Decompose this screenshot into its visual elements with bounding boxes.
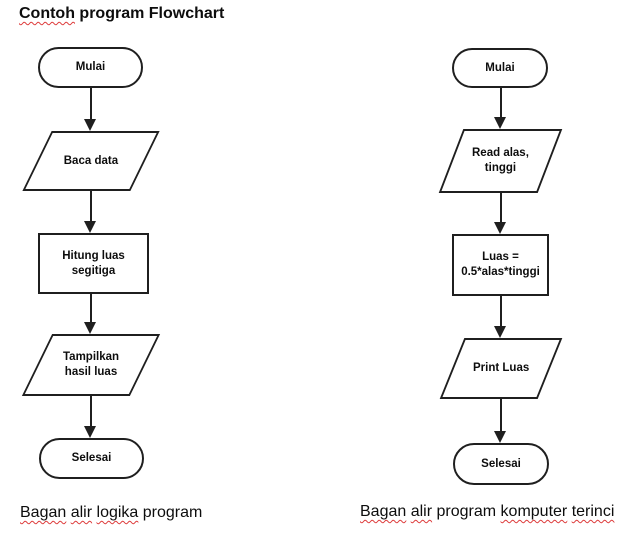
node-process-hitung-luas: Hitung luas segitiga xyxy=(38,233,149,294)
flow-arrow xyxy=(494,193,507,234)
node-terminator-mulai-left: Mulai xyxy=(38,47,143,88)
arrow-head-icon xyxy=(494,117,506,129)
arrow-shaft xyxy=(89,294,92,329)
title-rest: program Flowchart xyxy=(74,5,225,22)
node-io-baca-data: Baca data xyxy=(22,131,160,191)
arrow-shaft xyxy=(499,88,502,124)
node-label-line: hasil luas xyxy=(64,366,118,378)
node-terminator-selesai-left: Selesai xyxy=(39,438,144,479)
node-label-line: tinggi xyxy=(484,162,517,174)
arrow-head-icon xyxy=(84,426,96,438)
node-label: Baca data xyxy=(63,154,119,167)
node-label: Selesai xyxy=(71,452,112,464)
arrow-shaft xyxy=(499,193,502,229)
caption-word: alir xyxy=(70,504,93,521)
flow-arrow xyxy=(84,88,97,131)
node-label-line: Tampilkan xyxy=(62,351,120,363)
arrow-shaft xyxy=(499,399,502,438)
flow-arrow xyxy=(84,191,97,233)
arrow-head-icon xyxy=(84,221,96,233)
node-label-line: segitiga xyxy=(71,264,116,277)
title-word-misspelled: Contoh xyxy=(19,5,75,22)
arrow-shaft xyxy=(89,191,92,228)
arrow-shaft xyxy=(89,396,92,433)
arrow-head-icon xyxy=(494,222,506,234)
node-terminator-selesai-right: Selesai xyxy=(453,443,549,485)
caption-word: alir xyxy=(410,503,433,520)
flow-arrow xyxy=(494,399,507,443)
node-label: Mulai xyxy=(485,61,515,74)
node-io-print-luas: Print Luas xyxy=(439,338,563,399)
node-label: Print Luas xyxy=(472,362,530,374)
caption-word: logika xyxy=(96,504,139,521)
caption-word: terinci xyxy=(571,503,615,520)
caption-word: program xyxy=(436,503,497,520)
caption-right: Bagan alir program komputer terinci xyxy=(360,503,614,521)
arrow-shaft xyxy=(89,88,92,126)
caption-word: komputer xyxy=(500,503,568,520)
flow-arrow xyxy=(494,88,507,129)
caption-word: program xyxy=(142,504,203,521)
node-label-line: 0.5*alas*tinggi xyxy=(461,266,540,278)
flow-arrow xyxy=(84,396,97,438)
node-io-read-alas-tinggi: Read alas, tinggi xyxy=(438,129,563,193)
node-label-line: Read alas, xyxy=(472,147,529,159)
node-label-line: Hitung luas xyxy=(62,249,125,262)
flow-arrow xyxy=(84,294,97,334)
node-process-luas-formula: Luas = 0.5*alas*tinggi xyxy=(452,234,549,296)
node-terminator-mulai-right: Mulai xyxy=(452,48,548,88)
arrow-head-icon xyxy=(84,322,96,334)
node-label: Selesai xyxy=(481,457,521,470)
node-label-line: Luas = xyxy=(482,251,519,263)
arrow-shaft xyxy=(499,296,502,333)
caption-word: Bagan xyxy=(360,503,407,520)
arrow-head-icon xyxy=(494,431,506,443)
caption-left: Bagan alir logika program xyxy=(20,504,202,522)
arrow-head-icon xyxy=(84,119,96,131)
node-io-tampilkan-hasil: Tampilkan hasil luas xyxy=(21,334,161,396)
page-title: Contoh program Flowchart xyxy=(19,5,224,23)
flow-arrow xyxy=(494,296,507,338)
caption-word: Bagan xyxy=(20,504,67,521)
node-label: Mulai xyxy=(75,61,106,73)
arrow-head-icon xyxy=(494,326,506,338)
